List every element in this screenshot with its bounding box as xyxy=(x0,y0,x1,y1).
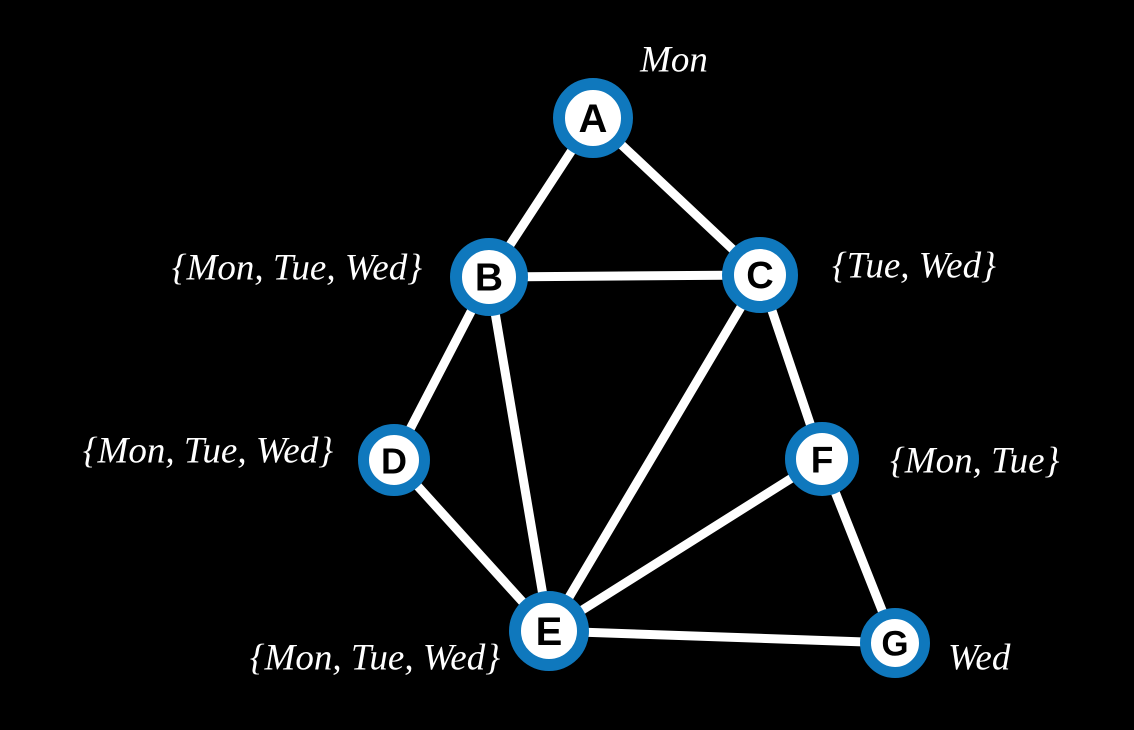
graph-node-g[interactable]: G xyxy=(860,608,930,678)
node-label-e: E xyxy=(536,610,563,654)
node-circle-c xyxy=(722,237,798,313)
node-label-f: F xyxy=(811,440,834,481)
graph-node-f[interactable]: F xyxy=(785,422,859,496)
node-circle-a xyxy=(553,78,633,158)
domain-label-c: {Tue, Wed} xyxy=(832,245,996,287)
node-label-g: G xyxy=(881,625,908,664)
graph-node-e[interactable]: E xyxy=(509,591,589,671)
graph-node-a[interactable]: A xyxy=(553,78,633,158)
node-label-c: C xyxy=(746,255,773,297)
node-circle-d xyxy=(358,424,430,496)
nodes-group: A B C D E F G xyxy=(358,78,930,678)
domain-label-g: Wed xyxy=(948,637,1011,679)
graph-node-c[interactable]: C xyxy=(722,237,798,313)
node-circle-b xyxy=(450,238,528,316)
graph-node-b[interactable]: B xyxy=(450,238,528,316)
graph-edge-c-e xyxy=(544,270,765,636)
node-circle-g xyxy=(860,608,930,678)
node-label-d: D xyxy=(381,441,407,482)
node-circle-e xyxy=(509,591,589,671)
graph-edge-b-c xyxy=(484,270,765,282)
domain-label-e: {Mon, Tue, Wed} xyxy=(249,637,500,679)
domain-label-f: {Mon, Tue} xyxy=(890,440,1060,482)
node-label-b: B xyxy=(475,257,503,300)
graph-edge-e-g xyxy=(544,626,900,648)
domain-label-b: {Mon, Tue, Wed} xyxy=(171,247,422,289)
node-circle-f xyxy=(785,422,859,496)
graph-node-d[interactable]: D xyxy=(358,424,430,496)
edges-group xyxy=(389,113,900,648)
graph-edge-e-f xyxy=(544,454,827,636)
node-label-a: A xyxy=(579,97,608,141)
graph-edge-b-e xyxy=(484,272,554,636)
domain-label-d: {Mon, Tue, Wed} xyxy=(82,430,333,472)
domain-label-a: Mon xyxy=(640,39,708,81)
